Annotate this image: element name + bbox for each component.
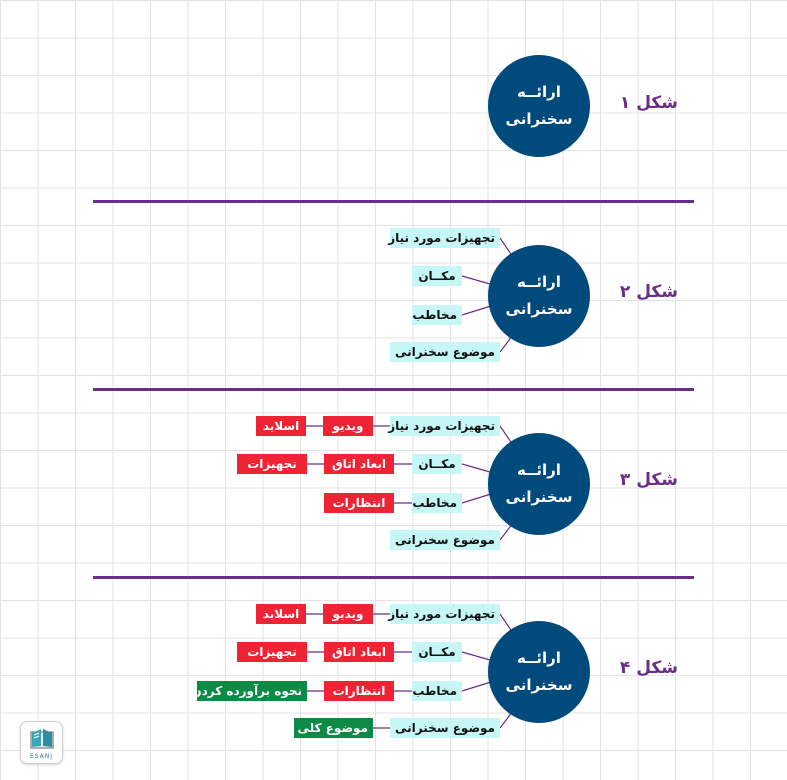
figure-4-label: شکل ۴ (619, 658, 678, 678)
branch-topic: موضوع سخنرانی (390, 342, 500, 362)
branch-audience: مخاطب (412, 305, 462, 325)
sub-equipment: تجهیزات (237, 642, 307, 662)
sub-expectations: انتظارات (324, 681, 394, 701)
sub-how-to-fulfill: نحوه برآورده کردن (191, 681, 307, 701)
divider-3 (93, 576, 694, 579)
branch-place: مکــان (412, 642, 462, 662)
center-line-1: ارائــه (517, 273, 561, 291)
branch-topic: موضوع سخنرانی (390, 718, 500, 738)
figure-1-label: شکل ۱ (619, 93, 678, 113)
figure-3-center-circle: ارائــه سخنرانی (488, 433, 590, 535)
branch-audience: مخاطب (412, 493, 462, 513)
center-line-2: سخنرانی (505, 300, 573, 318)
sub-main-topic: موضوع کلی (294, 718, 373, 738)
branch-audience: مخاطب (412, 681, 462, 701)
book-icon (30, 729, 54, 749)
logo-text: ESANJ (29, 753, 54, 760)
branch-equipment: تجهیزات مورد نیاز (388, 228, 500, 248)
center-line-1: ارائــه (517, 83, 561, 101)
figure-2-center-circle: ارائــه سخنرانی (488, 245, 590, 347)
figure-4-center-circle: ارائــه سخنرانی (488, 621, 590, 723)
branch-topic: موضوع سخنرانی (390, 530, 500, 550)
branch-equipment: تجهیزات مورد نیاز (388, 416, 500, 436)
center-line-1: ارائــه (517, 461, 561, 479)
branch-place: مکــان (412, 454, 462, 474)
esanj-logo: ESANJ (20, 721, 63, 764)
divider-1 (93, 200, 694, 203)
center-line-2: سخنرانی (505, 676, 573, 694)
sub-equipment: تجهیزات (237, 454, 307, 474)
sub-room-size: ابعاد اتاق (324, 642, 394, 662)
sub-expectations: انتظارات (324, 493, 394, 513)
center-line-1: ارائــه (517, 649, 561, 667)
sub-video: ویدیو (323, 604, 373, 624)
figure-3-label: شکل ۳ (619, 470, 678, 490)
sub-room-size: ابعاد اتاق (324, 454, 394, 474)
sub-slide: اسلاید (256, 416, 306, 436)
branch-equipment: تجهیزات مورد نیاز (388, 604, 500, 624)
sub-video: ویدیو (323, 416, 373, 436)
figure-2-label: شکل ۲ (619, 282, 678, 302)
branch-place: مکــان (412, 266, 462, 286)
center-line-2: سخنرانی (505, 110, 573, 128)
center-line-2: سخنرانی (505, 488, 573, 506)
figure-1-center-circle: ارائــه سخنرانی (488, 55, 590, 157)
sub-slide: اسلاید (256, 604, 306, 624)
divider-2 (93, 388, 694, 391)
